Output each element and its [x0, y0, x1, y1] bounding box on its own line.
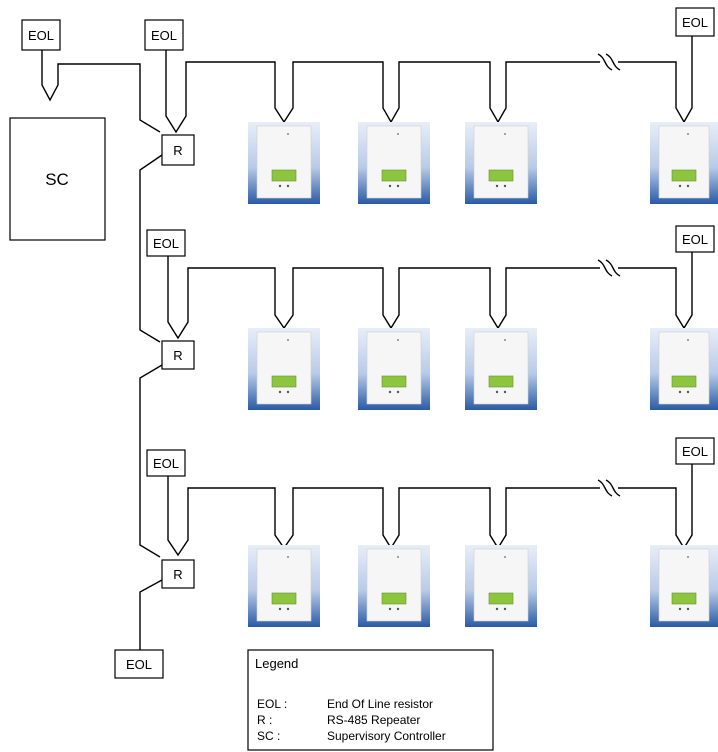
thermostat-device	[650, 328, 718, 410]
legend-key-r: R :	[257, 713, 272, 727]
thermostat-device	[465, 328, 537, 410]
eol-label: EOL	[126, 657, 152, 672]
thermostat-device	[650, 122, 718, 204]
thermostat-device	[358, 545, 430, 627]
thermostat-device	[248, 545, 320, 627]
legend-title: Legend	[255, 656, 298, 671]
thermostat-device	[465, 122, 537, 204]
legend-value-sc: Supervisory Controller	[327, 729, 446, 743]
eol-row3-right: EOL	[675, 437, 715, 465]
repeater-row2: R	[161, 340, 195, 370]
repeater-row1: R	[161, 134, 195, 166]
sc-label: SC	[45, 170, 69, 189]
eol-row2-left: EOL	[146, 229, 186, 257]
thermostat-device	[465, 545, 537, 627]
eol-row3-left: EOL	[146, 449, 186, 477]
eol-label: EOL	[682, 15, 708, 30]
thermostat-device	[358, 122, 430, 204]
thermostat-device	[650, 545, 718, 627]
thermostat-device	[358, 328, 430, 410]
thermostat-device	[248, 122, 320, 204]
thermostat-device	[248, 328, 320, 410]
supervisory-controller: SC	[9, 117, 106, 241]
eol-sc: EOL	[21, 19, 61, 51]
wiring	[41, 34, 693, 650]
legend: Legend EOL : End Of Line resistor R : RS…	[247, 649, 494, 751]
legend-value-r: RS-485 Repeater	[327, 713, 420, 727]
repeater-label: R	[173, 143, 182, 158]
eol-row1-right: EOL	[675, 7, 715, 37]
thermostat-devices	[248, 122, 718, 627]
eol-label: EOL	[28, 28, 54, 43]
legend-key-sc: SC :	[257, 729, 280, 743]
repeater-row3: R	[161, 559, 195, 589]
legend-key-eol: EOL :	[257, 697, 287, 711]
eol-row1-left: EOL	[144, 19, 184, 51]
eol-label: EOL	[153, 456, 179, 471]
repeater-label: R	[173, 567, 182, 582]
eol-label: EOL	[151, 28, 177, 43]
eol-trunk-bottom: EOL	[114, 649, 164, 679]
eol-row2-right: EOL	[675, 225, 715, 253]
legend-value-eol: End Of Line resistor	[327, 697, 433, 711]
eol-label: EOL	[682, 444, 708, 459]
eol-label: EOL	[153, 236, 179, 251]
repeater-label: R	[173, 348, 182, 363]
eol-label: EOL	[682, 232, 708, 247]
